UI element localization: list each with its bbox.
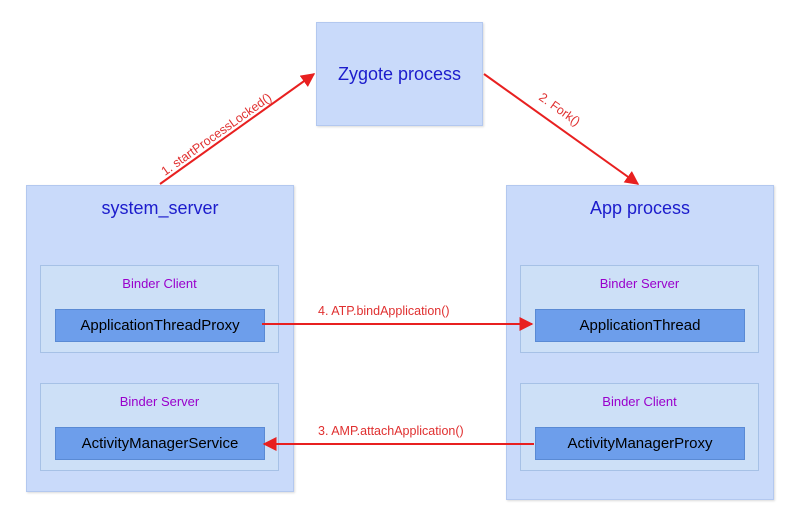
system-server-box: system_server Binder Client ApplicationT… [26, 185, 294, 492]
system-server-binder-client-box: Binder Client ApplicationThreadProxy [40, 265, 279, 353]
application-thread: ApplicationThread [535, 309, 745, 342]
app-process-binder-server-label: Binder Server [599, 276, 680, 291]
system-server-binder-server-box: Binder Server ActivityManagerService [40, 383, 279, 471]
zygote-process-box: Zygote process [316, 22, 483, 126]
activity-manager-proxy: ActivityManagerProxy [535, 427, 745, 460]
app-process-binder-client-box: Binder Client ActivityManagerProxy [520, 383, 759, 471]
system-server-binder-client-label: Binder Client [122, 276, 197, 291]
app-process-title: App process [589, 198, 691, 218]
app-process-binder-client-label: Binder Client [602, 394, 677, 409]
zygote-process-title: Zygote process [337, 64, 462, 84]
activity-manager-service: ActivityManagerService [55, 427, 265, 460]
system-server-title: system_server [101, 198, 219, 218]
system-server-binder-server-label: Binder Server [119, 394, 200, 409]
arrow-fork [483, 73, 640, 185]
arrow-fork-label: 2. Fork() [536, 90, 583, 129]
arrow-start-process-label: 1. startProcessLocked() [159, 90, 275, 178]
app-process-binder-server-box: Binder Server ApplicationThread [520, 265, 759, 353]
app-process-box: App process Binder Server ApplicationThr… [506, 185, 774, 500]
application-thread-proxy: ApplicationThreadProxy [55, 309, 265, 342]
arrow-attach-application-label: 3. AMP.attachApplication() [318, 424, 464, 438]
arrow-start-process [159, 73, 316, 185]
arrow-bind-application-label: 4. ATP.bindApplication() [318, 304, 450, 318]
